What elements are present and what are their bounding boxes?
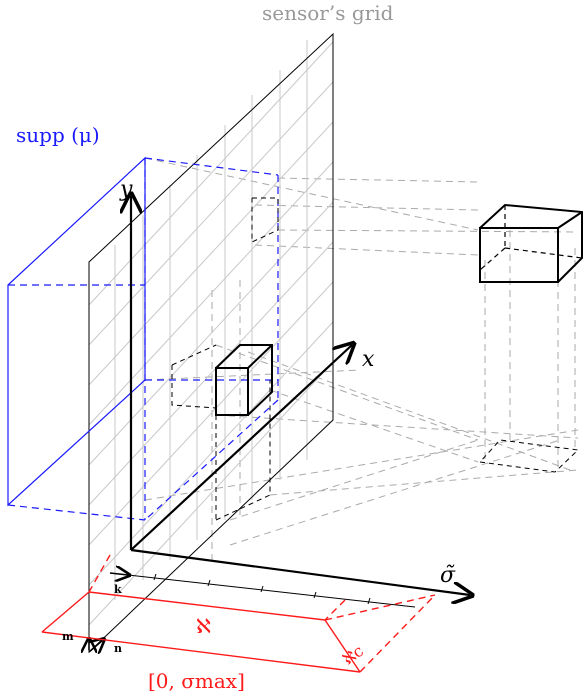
sigma-ticks	[109, 572, 416, 608]
tick-k-label: k	[114, 583, 122, 596]
support-label: supp (μ)	[16, 123, 100, 147]
sensor-grid	[88, 32, 334, 654]
sigma-axis	[130, 548, 470, 595]
sigma-axis-label: σ̃	[440, 563, 456, 588]
x-axis-label: x	[362, 347, 375, 372]
cube-projected	[479, 203, 583, 283]
aleph-label: ℵ	[196, 614, 211, 638]
axes	[131, 196, 470, 595]
range-label: [0, σmax]	[148, 669, 245, 693]
sensor-grid-label: sensor’s grid	[262, 1, 394, 25]
tick-n-label: n	[114, 642, 122, 655]
range-lines	[41, 554, 436, 673]
dashed-outlines	[171, 197, 580, 521]
y-axis-label: y	[119, 177, 133, 202]
projection-lines	[144, 157, 579, 560]
tick-m-label: m	[62, 630, 74, 643]
cube-near	[215, 344, 273, 416]
unit-vectors	[89, 573, 128, 652]
x-axis	[130, 345, 352, 551]
aleph-c-label: ℵc	[339, 641, 367, 669]
